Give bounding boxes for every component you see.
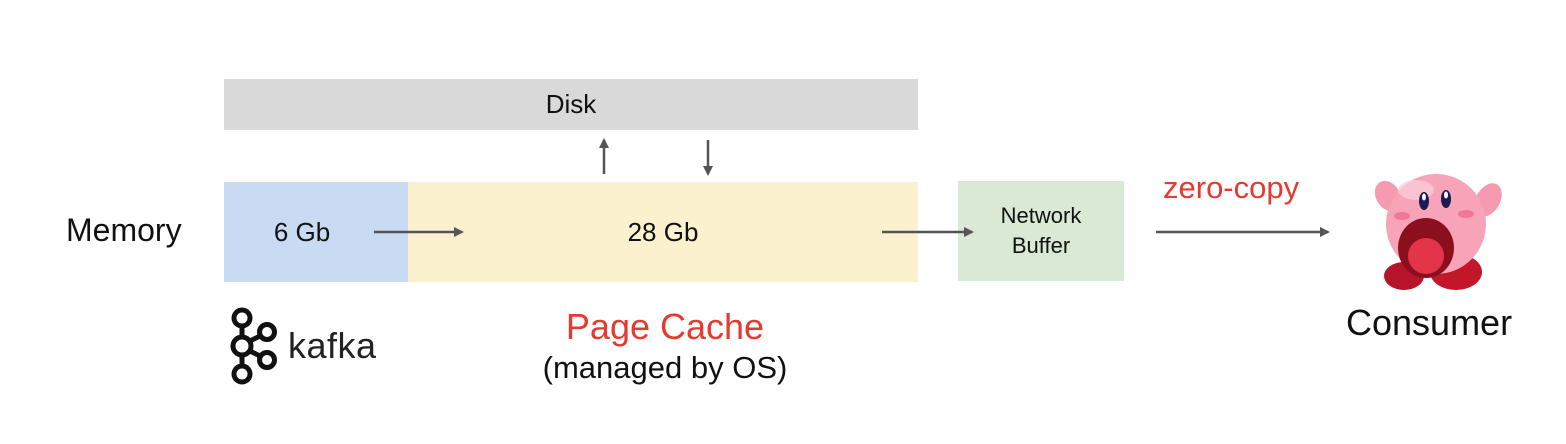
memory-label: Memory [66, 212, 182, 248]
kafka-logo-icon [230, 307, 277, 385]
page-cache-caption: Page Cache (managed by OS) [500, 306, 830, 386]
page-cache-size: 28 Gb [627, 216, 699, 247]
page-cache-title: Page Cache [565, 306, 765, 347]
network-buffer-block: Network Buffer [958, 181, 1124, 281]
disk-block: Disk [224, 79, 918, 130]
kirby-icon [1374, 174, 1502, 290]
kafka-heap-size: 6 Gb [273, 216, 331, 247]
network-buffer-line2: Buffer [1011, 233, 1071, 258]
page-cache-block: 28 Gb [408, 182, 918, 282]
network-buffer-line1: Network [1000, 203, 1082, 229]
page-cache-subtitle: (managed by OS) [542, 350, 788, 385]
zero-copy-label: zero-copy [1163, 170, 1300, 205]
kafka-logo-text: kafka [288, 325, 377, 366]
consumer-label: Consumer [1346, 302, 1513, 343]
disk-label: Disk [545, 89, 597, 119]
